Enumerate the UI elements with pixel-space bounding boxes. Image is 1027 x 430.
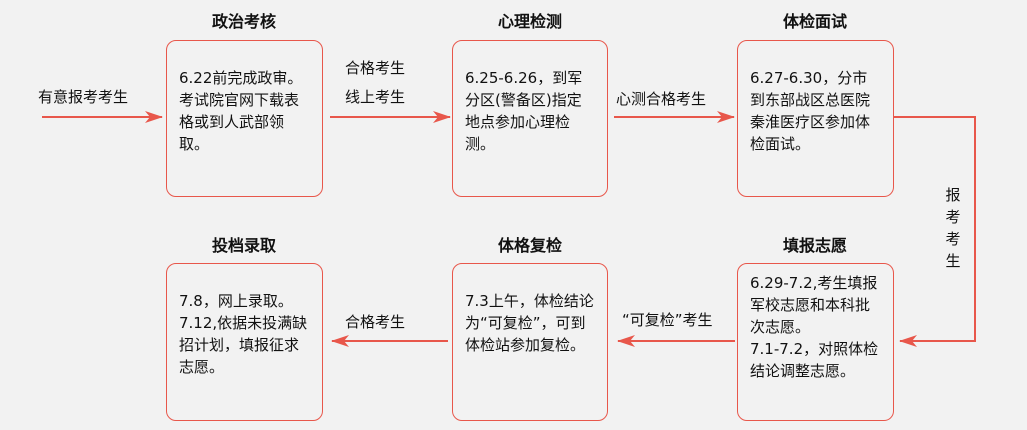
stage-title-recheck: 体格复检 bbox=[497, 236, 562, 255]
stage-title-wish: 填报志愿 bbox=[782, 236, 847, 255]
box-physical: 6.27-6.30，分市到东部战区总医院秦淮医疗区参加体检面试。 bbox=[737, 40, 894, 197]
stage-title-psych: 心理检测 bbox=[497, 12, 562, 31]
arrow-physical-to-wish bbox=[894, 116, 976, 347]
box-psych: 6.25-6.26，到军分区(警备区)指定地点参加心理检测。 bbox=[452, 40, 608, 197]
stage-title-admission: 投档录取 bbox=[211, 236, 276, 255]
label-start: 有意报考考生 bbox=[38, 88, 129, 106]
label-qualified-2: 合格考生 bbox=[345, 313, 406, 331]
label-apply: 报考考生 bbox=[945, 186, 961, 270]
box-admission: 7.8，网上录取。 7.12,依据未投满缺招计划，填报征求志愿。 bbox=[166, 263, 323, 421]
stage-title-physical: 体检面试 bbox=[782, 12, 847, 31]
box-wish: 6.29-7.2,考生填报军校志愿和本科批次志愿。 7.1-7.2，对照体检结论… bbox=[737, 263, 894, 421]
label-qualified-1: 合格考生 bbox=[345, 59, 406, 77]
box-political: 6.22前完成政审。 考试院官网下载表格或到人武部领取。 bbox=[166, 40, 323, 197]
label-psych-pass: 心测合格考生 bbox=[616, 90, 707, 108]
label-online: 线上考生 bbox=[345, 88, 406, 106]
label-recheck-ok: “可复检”考生 bbox=[622, 311, 713, 329]
box-recheck: 7.3上午，体检结论为“可复检”，可到体检站参加复检。 bbox=[452, 263, 608, 421]
stage-title-political: 政治考核 bbox=[211, 12, 276, 31]
